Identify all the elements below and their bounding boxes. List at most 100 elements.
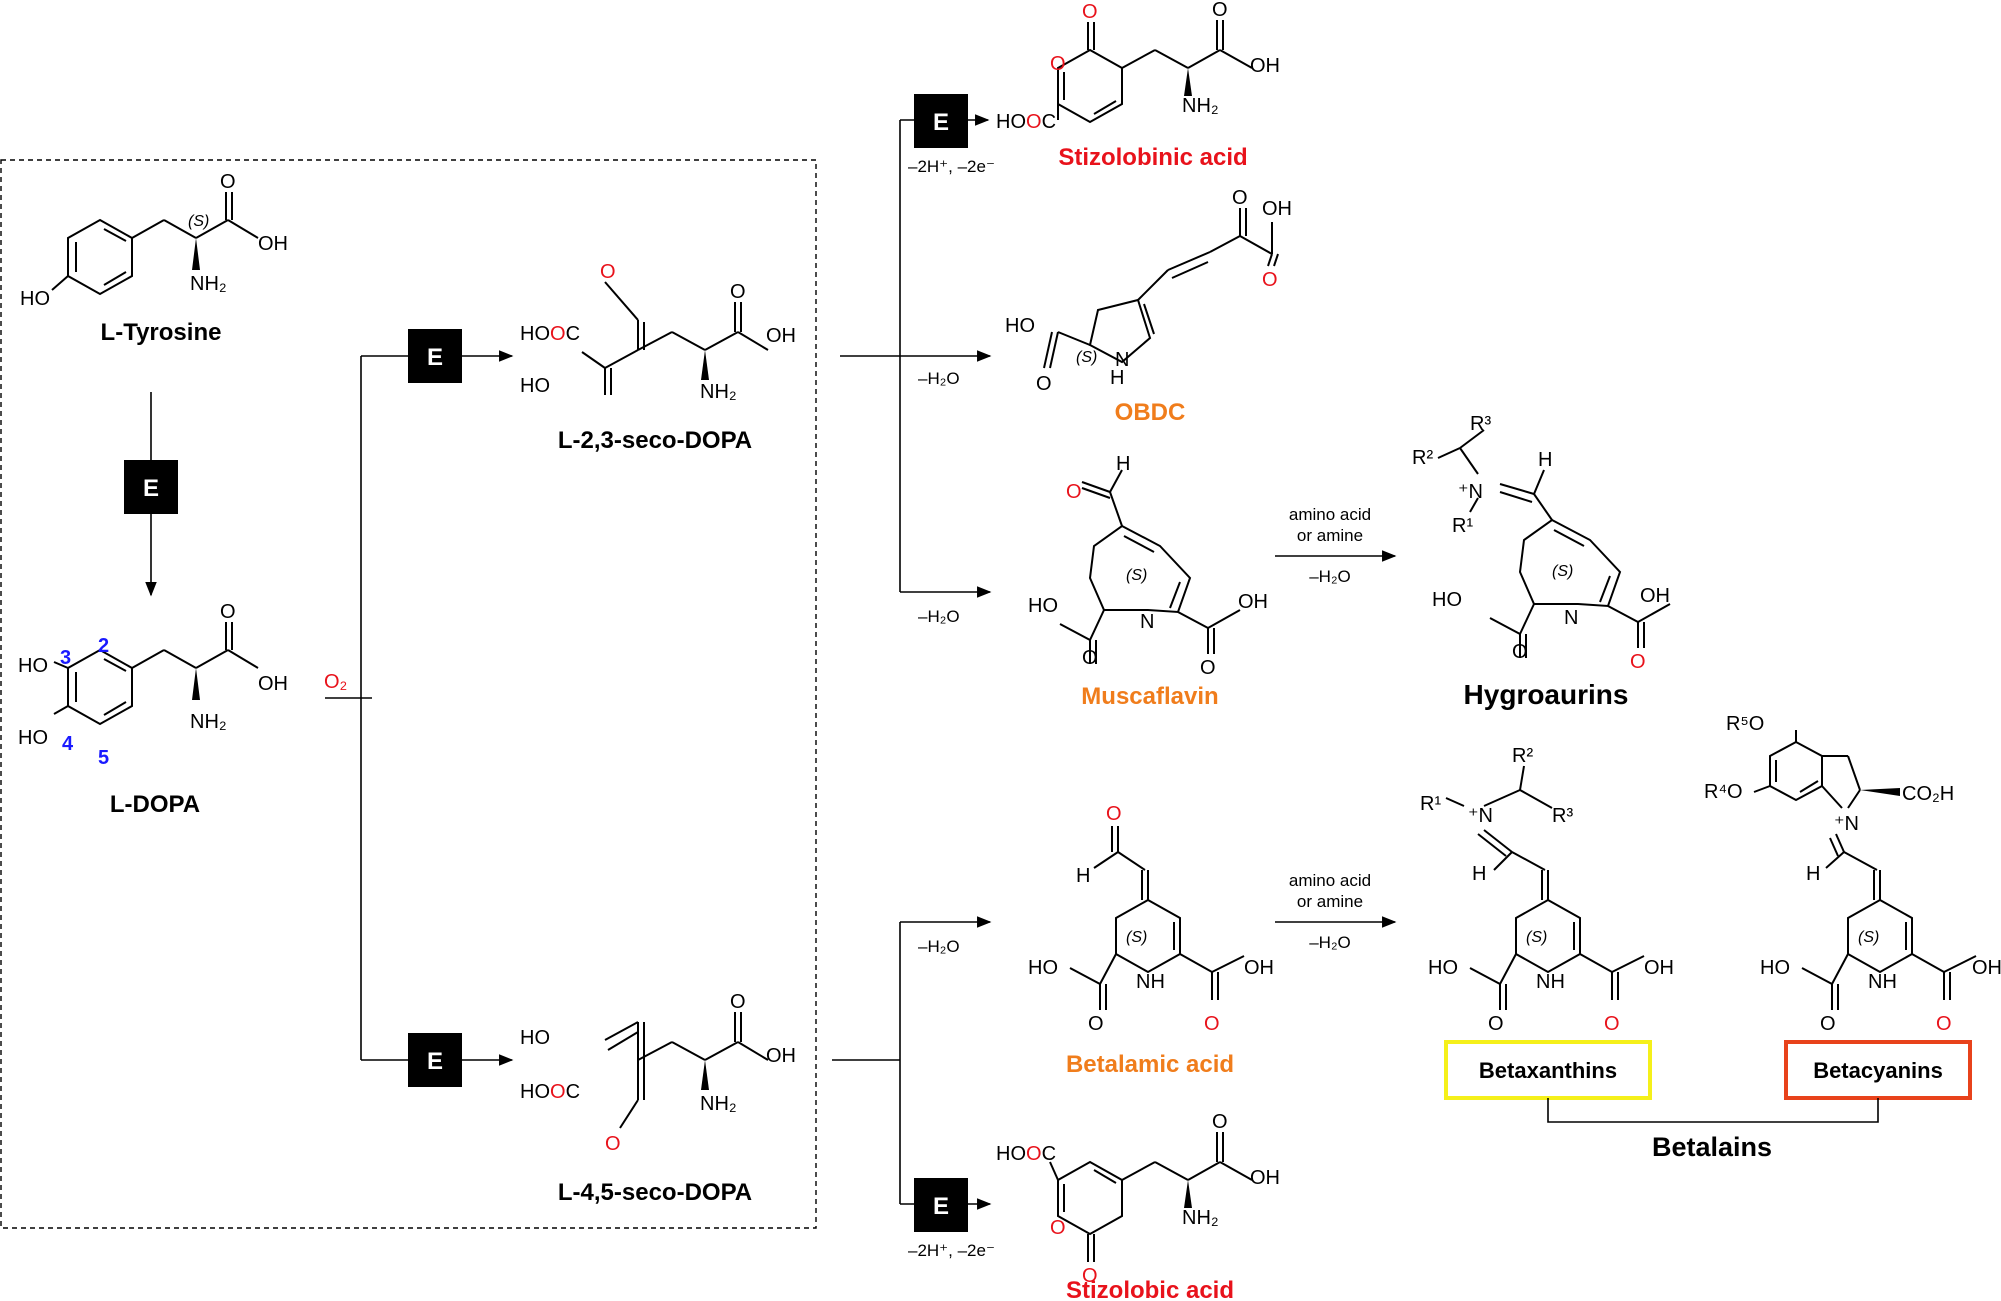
seco45-label: L-4,5-seco-DOPA: [558, 1179, 752, 1206]
betacyanins-label: Betacyanins: [1813, 1058, 1943, 1083]
condition-dehydration: –H₂O: [1309, 567, 1351, 586]
stereo-s: (S): [1126, 929, 1147, 946]
seco23-label: L-2,3-seco-DOPA: [558, 427, 752, 454]
enzyme-badge: [914, 94, 968, 148]
atom-o: O: [1232, 187, 1248, 209]
stereo-s: (S): [1126, 567, 1147, 584]
betaxanthins-structure: ⁺N H R¹ R² R³ HO O OH O NH (S): [1420, 745, 1674, 1035]
atom-oh: OH: [258, 233, 288, 255]
betalains-label: Betalains: [1652, 1132, 1772, 1162]
betalamic-structure: O H HO O OH O NH (S): [1028, 803, 1274, 1035]
condition-oxidation: –2H⁺, –2e⁻: [908, 157, 995, 176]
enzyme-label: E: [143, 475, 159, 502]
atom-o: O: [220, 601, 236, 623]
atom-h: H: [1116, 453, 1130, 475]
atom-oh: OH: [766, 1045, 796, 1067]
atom-ho: HO: [1028, 957, 1058, 979]
atom-r1: R¹: [1420, 793, 1441, 815]
atom-o: O: [600, 261, 616, 283]
stizolobinic-label: Stizolobinic acid: [1058, 144, 1247, 171]
enzyme-badge: [914, 1178, 968, 1232]
atom-oh: OH: [1972, 957, 2001, 979]
atom-oh: OH: [1644, 957, 1674, 979]
atom-o: O: [1212, 1111, 1228, 1133]
atom-o: O: [1200, 657, 1216, 679]
seco23-structure: HOOC O HO O OH NH₂: [520, 261, 796, 403]
atom-oh: OH: [1250, 55, 1280, 77]
obdc-structure: O OH O HO O H N (S): [1005, 187, 1292, 395]
atom-n: N: [1564, 607, 1578, 629]
obdc-label: OBDC: [1115, 399, 1186, 426]
atom-ho: HO: [20, 288, 50, 310]
atom-r2: R²: [1512, 745, 1533, 767]
atom-oh: OH: [1238, 591, 1268, 613]
atom-n-plus: ⁺N: [1468, 805, 1493, 827]
atom-o: O: [1066, 481, 1082, 503]
enzyme-label: E: [427, 1048, 443, 1075]
betalains-bracket: [1547, 1098, 1879, 1123]
enzyme-badge: [124, 460, 178, 514]
atom-o: O: [730, 281, 746, 303]
atom-nh2: NH₂: [700, 1093, 737, 1115]
atom-oh: OH: [1262, 198, 1292, 220]
atom-hooc: HOOC: [520, 1081, 580, 1103]
atom-nh2: NH₂: [1182, 95, 1219, 117]
stizolobic-label: Stizolobic acid: [1066, 1277, 1234, 1301]
betaxanthins-label: Betaxanthins: [1479, 1058, 1617, 1083]
condition-dehydration: –H₂O: [1309, 933, 1351, 952]
condition-dehydration: –H₂O: [918, 369, 960, 388]
stizolobinic-structure: O O HOOC O OH NH₂: [996, 0, 1280, 133]
atom-o: O: [1082, 647, 1098, 669]
atom-nh2: NH₂: [190, 273, 227, 295]
atom-n-plus: ⁺N: [1458, 481, 1483, 503]
atom-n: N: [1140, 611, 1154, 633]
atom-h: H: [1110, 367, 1124, 389]
betacyanins-structure: R⁵O R⁴O CO₂H ⁺N H HO O OH O NH (S): [1704, 713, 2001, 1035]
condition-amino-line2: or amine: [1297, 892, 1363, 911]
atom-ho: HO: [1028, 595, 1058, 617]
enzyme-label: E: [427, 344, 443, 371]
atom-o: O: [1936, 1013, 1952, 1035]
stereo-s: (S): [188, 213, 209, 230]
atom-o: O: [220, 171, 236, 193]
betalamic-label: Betalamic acid: [1066, 1051, 1234, 1078]
atom-o: O: [1604, 1013, 1620, 1035]
tyrosine-label: L-Tyrosine: [101, 319, 222, 346]
atom-ho: HO: [1760, 957, 1790, 979]
atom-oh: OH: [1250, 1167, 1280, 1189]
dopa-label: L-DOPA: [110, 791, 200, 818]
atom-nh2: NH₂: [190, 711, 227, 733]
atom-h: H: [1076, 865, 1090, 887]
atom-co2h: CO₂H: [1902, 783, 1954, 805]
stereo-s: (S): [1552, 563, 1573, 580]
atom-hooc: HOOC: [520, 323, 580, 345]
hygroaurins-structure: H ⁺N R² R³ R¹ HO O OH O N (S): [1412, 413, 1671, 673]
position-2: 2: [98, 635, 109, 657]
condition-oxidation: –2H⁺, –2e⁻: [908, 1241, 995, 1260]
atom-r1: R¹: [1452, 515, 1473, 537]
atom-oh: OH: [1244, 957, 1274, 979]
enzyme-badge: [408, 329, 462, 383]
atom-o: O: [1630, 651, 1646, 673]
o2-label: O₂: [324, 671, 347, 693]
atom-r4o: R⁴O: [1704, 781, 1743, 803]
atom-oh: OH: [258, 673, 288, 695]
atom-r3: R³: [1470, 413, 1491, 435]
atom-h: H: [1806, 863, 1820, 885]
stereo-s: (S): [1526, 929, 1547, 946]
atom-r2: R²: [1412, 447, 1433, 469]
seco45-structure: HO HOOC O O OH NH₂: [520, 991, 796, 1155]
muscaflavin-label: Muscaflavin: [1081, 683, 1218, 710]
condition-amino-line1: amino acid: [1289, 871, 1371, 890]
atom-o: O: [605, 1133, 621, 1155]
atom-o: O: [1050, 1217, 1066, 1239]
atom-o: O: [1088, 1013, 1104, 1035]
atom-hooc: HOOC: [996, 111, 1056, 133]
atom-ho: HO: [1432, 589, 1462, 611]
atom-nh2: NH₂: [700, 381, 737, 403]
atom-o: O: [1512, 641, 1528, 663]
atom-h: H: [1472, 863, 1486, 885]
position-3: 3: [60, 647, 71, 669]
atom-ho: HO: [520, 1027, 550, 1049]
atom-r5o: R⁵O: [1726, 713, 1764, 735]
